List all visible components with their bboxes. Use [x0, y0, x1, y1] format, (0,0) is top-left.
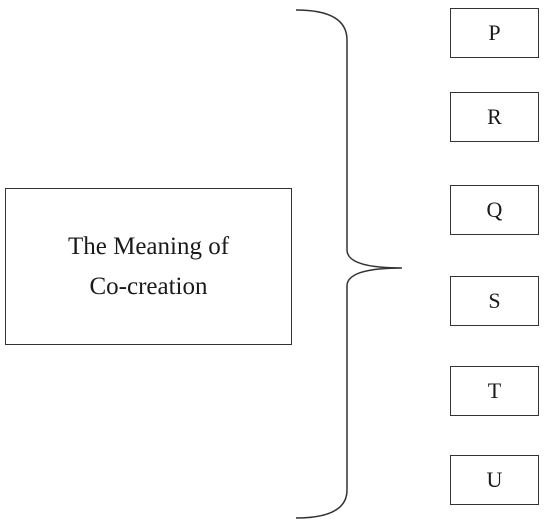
- item-label: P: [488, 20, 501, 45]
- item-label: U: [486, 467, 503, 492]
- main-concept-line-2: Co-creation: [89, 272, 208, 300]
- main-concept-line-1: The Meaning of: [67, 232, 230, 260]
- item-label: T: [487, 378, 502, 403]
- item-box-p: P: [450, 8, 539, 58]
- item-label: R: [487, 104, 502, 129]
- item-label: Q: [486, 197, 503, 222]
- brace-path: [295, 9, 403, 519]
- item-box-t: T: [450, 366, 539, 416]
- item-box-r: R: [450, 92, 539, 142]
- item-box-s: S: [450, 276, 539, 326]
- item-box-q: Q: [450, 185, 539, 235]
- item-label: S: [488, 288, 501, 313]
- item-box-u: U: [450, 455, 539, 505]
- main-concept-box: The Meaning of Co-creation: [5, 188, 292, 345]
